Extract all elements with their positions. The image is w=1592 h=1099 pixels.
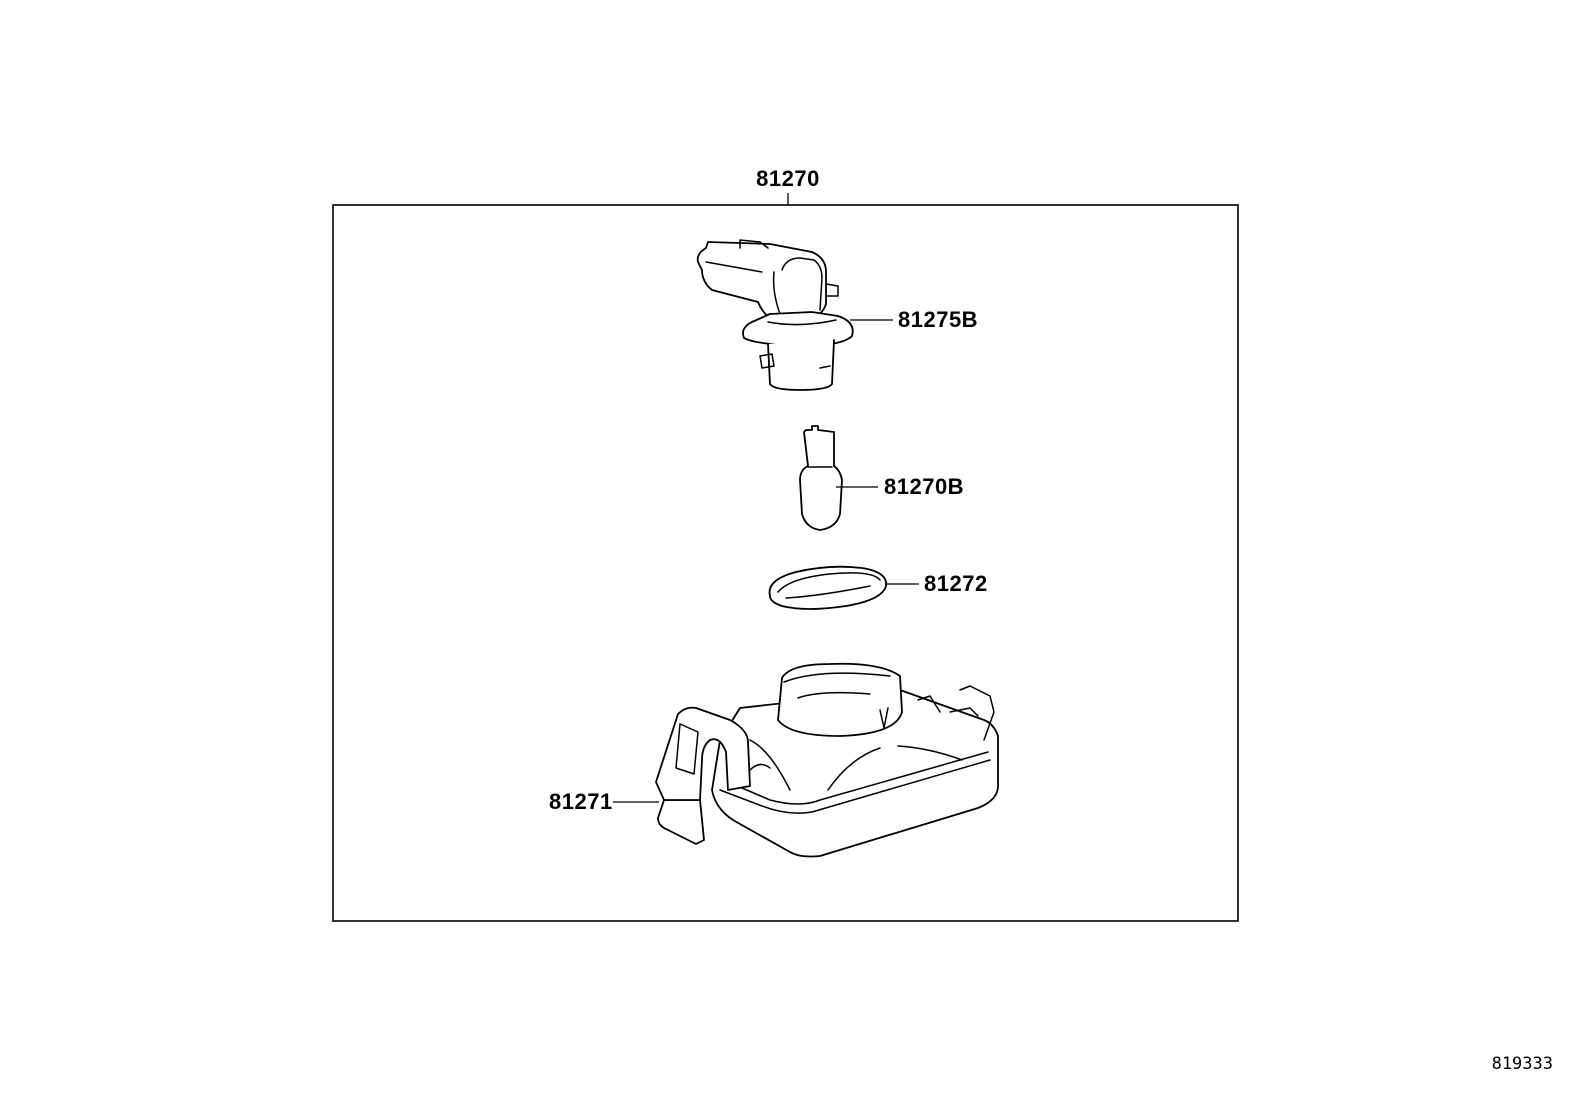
illustration-id: 819333 (1492, 1054, 1553, 1074)
lamp-housing-illustration[interactable] (655, 662, 999, 858)
assembly-frame (332, 204, 1239, 922)
lamp-housing-part-number[interactable]: 81271 (549, 789, 613, 814)
assembly-part-number[interactable]: 81270 (756, 166, 820, 191)
bulb-part-number[interactable]: 81270B (884, 474, 964, 499)
socket-part-number[interactable]: 81275B (898, 307, 978, 332)
gasket-part-number[interactable]: 81272 (924, 571, 988, 596)
bulb-illustration[interactable] (799, 425, 843, 531)
socket-illustration[interactable] (696, 239, 854, 391)
gasket-illustration[interactable] (768, 565, 887, 610)
